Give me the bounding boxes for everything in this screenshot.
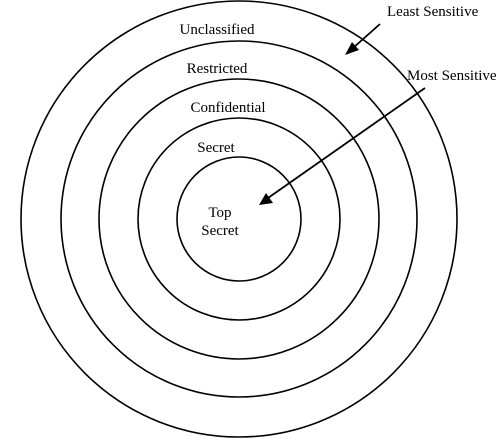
- label-confidential: Confidential: [191, 100, 266, 116]
- least-sensitive-arrow-line: [352, 23, 381, 49]
- label-top-secret-line-1: Top: [208, 205, 231, 221]
- label-unclassified: Unclassified: [180, 22, 255, 38]
- ring-restricted: [60, 40, 418, 398]
- label-secret: Secret: [197, 140, 235, 156]
- ring-top-secret: [176, 156, 302, 282]
- most-sensitive-arrow-line: [267, 87, 426, 199]
- ring-confidential: [98, 78, 380, 360]
- ring-secret: [137, 117, 341, 321]
- label-top-secret-line-2: Secret: [201, 223, 239, 239]
- label-restricted: Restricted: [187, 61, 248, 77]
- least-sensitive-arrow-head: [345, 42, 359, 55]
- ring-unclassified: [20, 0, 458, 438]
- most-sensitive-label: Most Sensitive: [407, 68, 497, 84]
- most-sensitive-arrow-head: [259, 193, 273, 205]
- least-sensitive-label: Least Sensitive: [387, 4, 479, 20]
